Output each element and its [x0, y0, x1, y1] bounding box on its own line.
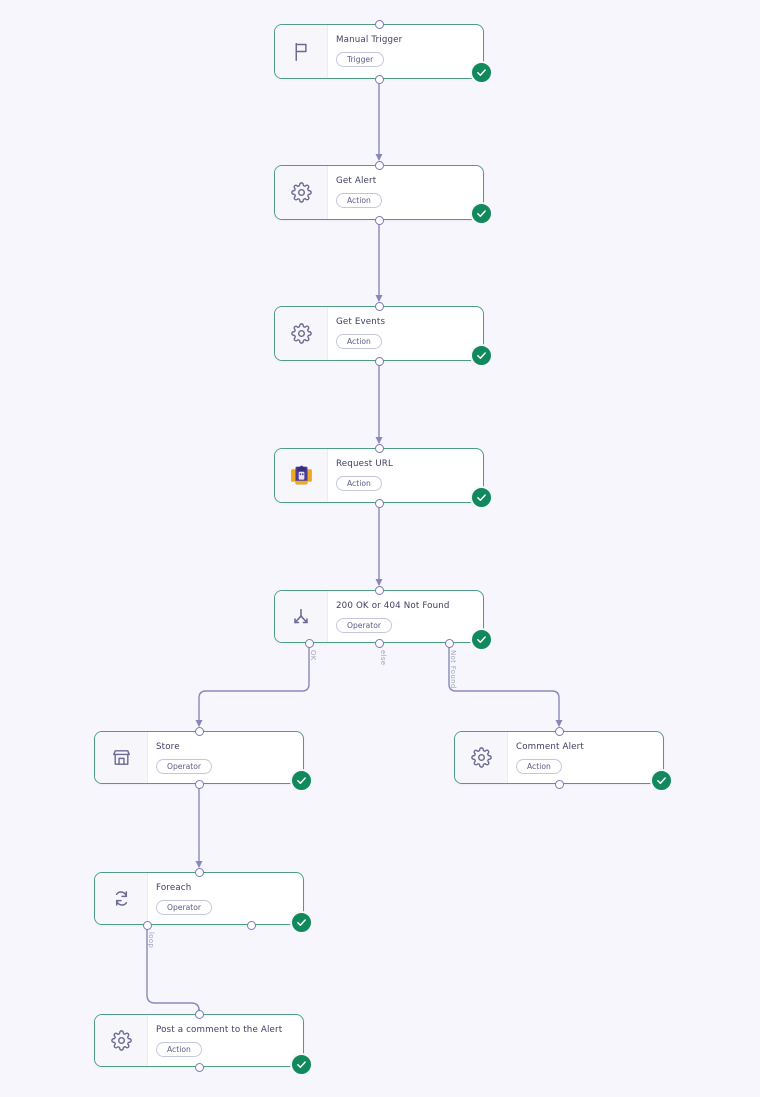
status-badge[interactable] [290, 769, 313, 792]
port-get-alert-out[interactable] [374, 215, 384, 225]
node-request-url[interactable]: Request URL Action [274, 448, 484, 503]
status-badge[interactable] [470, 61, 493, 84]
store-icon [95, 732, 148, 783]
node-type-pill: Operator [156, 758, 212, 775]
port-store-in[interactable] [194, 726, 204, 736]
port-request-url-out[interactable] [374, 498, 384, 508]
node-type-pill: Trigger [336, 51, 385, 68]
port-get-events-in[interactable] [374, 301, 384, 311]
node-title: 200 OK or 404 Not Found [336, 601, 450, 611]
node-title: Post a comment to the Alert [156, 1025, 283, 1035]
status-badge[interactable] [470, 628, 493, 651]
status-badge[interactable] [470, 202, 493, 225]
gear-icon [95, 1015, 148, 1066]
node-title: Manual Trigger [336, 35, 403, 45]
node-get-alert[interactable]: Get Alert Action [274, 165, 484, 220]
port-get-alert-in[interactable] [374, 160, 384, 170]
node-type-pill: Action [156, 1041, 202, 1058]
gear-icon [275, 166, 328, 219]
port-post-comment-in[interactable] [194, 1009, 204, 1019]
node-title: Get Events [336, 317, 386, 327]
flag-icon [275, 25, 328, 78]
status-badge[interactable] [470, 344, 493, 367]
node-type-pill: Action [336, 192, 382, 209]
port-comment-alert-in[interactable] [554, 726, 564, 736]
node-title: Store [156, 742, 180, 752]
port-manual-trigger-out[interactable] [374, 74, 384, 84]
node-type-pill: Operator [336, 617, 392, 634]
edge-notfound-to-commentalert [448, 643, 563, 728]
node-foreach[interactable]: Foreach Operator [94, 872, 304, 925]
port-request-url-in[interactable] [374, 443, 384, 453]
branch-split-icon [275, 591, 328, 642]
node-get-events[interactable]: Get Events Action [274, 306, 484, 361]
status-badge[interactable] [290, 911, 313, 934]
node-branch-condition[interactable]: 200 OK or 404 Not Found Operator [274, 590, 484, 643]
node-type-pill: Operator [156, 899, 212, 916]
edge-ok-to-store [195, 643, 310, 728]
port-comment-alert-out[interactable] [554, 779, 564, 789]
node-post-comment[interactable]: Post a comment to the Alert Action [94, 1014, 304, 1067]
node-title: Comment Alert [516, 742, 584, 752]
node-store[interactable]: Store Operator [94, 731, 304, 784]
port-branch-out-not-found[interactable] [444, 638, 454, 648]
node-comment-alert[interactable]: Comment Alert Action [454, 731, 664, 784]
node-type-pill: Action [336, 475, 382, 492]
port-manual-trigger-in[interactable] [374, 19, 384, 29]
port-get-events-out[interactable] [374, 356, 384, 366]
gear-icon [455, 732, 508, 783]
edge-label-not-found: Not Found [449, 650, 457, 689]
port-foreach-out-done[interactable] [246, 920, 256, 930]
edge-label-loop: loop [147, 932, 155, 949]
port-post-comment-out[interactable] [194, 1062, 204, 1072]
node-type-pill: Action [516, 758, 562, 775]
port-branch-out-else[interactable] [374, 638, 384, 648]
port-branch-out-ok[interactable] [304, 638, 314, 648]
loop-icon [95, 873, 148, 924]
edge-label-ok: OK [309, 650, 317, 661]
node-title: Get Alert [336, 176, 377, 186]
gear-icon [275, 307, 328, 360]
edge-label-else: else [379, 650, 387, 666]
port-branch-in[interactable] [374, 585, 384, 595]
port-store-out[interactable] [194, 779, 204, 789]
node-manual-trigger[interactable]: Manual Trigger Trigger [274, 24, 484, 79]
node-title: Request URL [336, 459, 393, 469]
port-foreach-in[interactable] [194, 867, 204, 877]
mascot-avatar-icon [275, 449, 328, 502]
status-badge[interactable] [650, 769, 673, 792]
node-type-pill: Action [336, 333, 382, 350]
status-badge[interactable] [290, 1053, 313, 1076]
node-title: Foreach [156, 883, 192, 893]
status-badge[interactable] [470, 486, 493, 509]
port-foreach-out-loop[interactable] [142, 920, 152, 930]
